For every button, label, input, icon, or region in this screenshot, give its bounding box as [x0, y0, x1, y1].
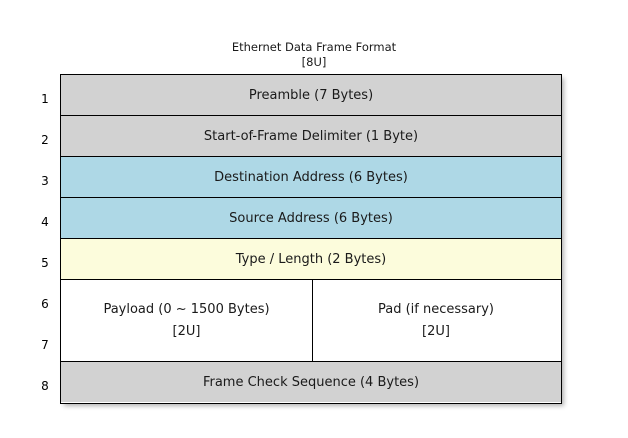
row-number-3: 3 — [41, 174, 49, 188]
diagram-subtitle: [8U] — [301, 55, 327, 69]
row-number-6: 6 — [41, 297, 49, 311]
row-number-2: 2 — [41, 133, 49, 147]
frame-field-preamble: Preamble (7 Bytes) — [61, 75, 561, 116]
frame-field-preamble-label: Preamble (7 Bytes) — [248, 87, 374, 103]
diagram-title-block: Ethernet Data Frame Format [8U] — [0, 40, 628, 70]
diagram-title: Ethernet Data Frame Format — [231, 40, 397, 54]
frame-field-payload: Payload (0 ~ 1500 Bytes) [2U] — [61, 280, 313, 361]
frame-field-start-of-frame-delimiter: Start-of-Frame Delimiter (1 Byte) — [61, 116, 561, 157]
frame-field-type-length: Type / Length (2 Bytes) — [61, 239, 561, 280]
frame-format-table: Preamble (7 Bytes) Start-of-Frame Delimi… — [60, 74, 562, 404]
frame-field-start-of-frame-delimiter-label: Start-of-Frame Delimiter (1 Byte) — [203, 128, 419, 144]
frame-field-pad-label: Pad (if necessary) — [377, 301, 494, 317]
frame-field-destination-address-label: Destination Address (6 Bytes) — [214, 169, 408, 185]
frame-field-payload-sublabel: [2U] — [172, 323, 201, 339]
frame-field-payload-pad-row: Payload (0 ~ 1500 Bytes) [2U] Pad (if ne… — [61, 280, 561, 362]
row-number-gutter: 1 2 3 4 5 6 7 8 — [32, 74, 58, 404]
row-number-1: 1 — [41, 92, 49, 106]
row-number-8: 8 — [41, 379, 49, 393]
frame-field-type-length-label: Type / Length (2 Bytes) — [235, 251, 387, 267]
frame-field-destination-address: Destination Address (6 Bytes) — [61, 157, 561, 198]
frame-field-source-address-label: Source Address (6 Bytes) — [229, 210, 393, 226]
frame-field-pad-sublabel: [2U] — [422, 323, 450, 339]
frame-field-frame-check-sequence: Frame Check Sequence (4 Bytes) — [61, 362, 561, 402]
frame-field-frame-check-sequence-label: Frame Check Sequence (4 Bytes) — [202, 374, 420, 390]
row-number-5: 5 — [41, 256, 49, 270]
frame-field-pad: Pad (if necessary) [2U] — [313, 280, 559, 361]
row-number-7: 7 — [41, 338, 49, 352]
frame-field-payload-label: Payload (0 ~ 1500 Bytes) — [103, 301, 270, 317]
row-number-4: 4 — [41, 215, 49, 229]
frame-field-source-address: Source Address (6 Bytes) — [61, 198, 561, 239]
